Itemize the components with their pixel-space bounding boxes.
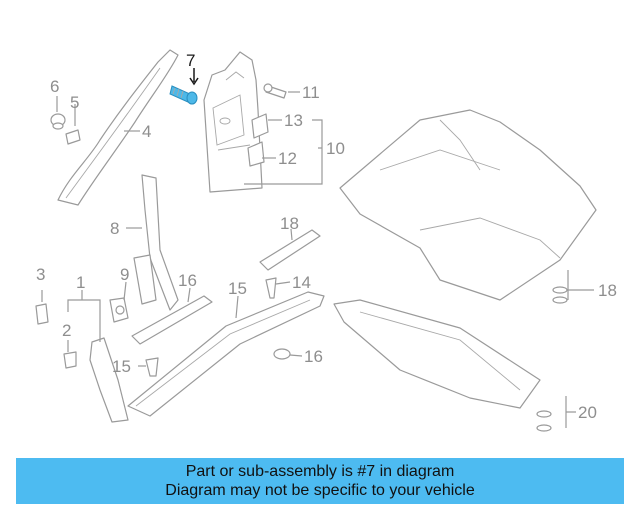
b-pillar-trim xyxy=(203,51,263,193)
fastener-6 xyxy=(50,113,66,130)
floor-carpet-19 xyxy=(339,109,597,301)
callout-16: 16 xyxy=(304,347,323,366)
callout-15-lower: 15 xyxy=(112,357,131,376)
callout-5: 5 xyxy=(70,93,79,112)
banner-line-2: Diagram may not be specific to your vehi… xyxy=(165,482,475,499)
callout-14: 15 xyxy=(228,279,247,298)
callout-4: 4 xyxy=(142,122,151,141)
callout-19: 18 xyxy=(598,281,617,300)
clip-16 xyxy=(273,348,291,360)
clip-3 xyxy=(35,303,49,325)
clip-9 xyxy=(109,297,129,323)
callout-6: 6 xyxy=(50,77,59,96)
banner-line-1: Part or sub-assembly is #7 in diagram xyxy=(185,463,455,480)
callout-15-upper: 14 xyxy=(292,273,311,292)
callout-2: 2 xyxy=(62,321,71,340)
callout-3: 3 xyxy=(36,265,45,284)
bolt-7-highlighted xyxy=(169,85,198,105)
leader-lines xyxy=(41,68,594,428)
fastener-5 xyxy=(65,129,81,145)
callout-18: 18 xyxy=(280,214,299,233)
callout-1: 1 xyxy=(76,273,85,292)
screw-11 xyxy=(263,83,287,99)
kick-panel-1 xyxy=(89,337,129,423)
sill-plate-18 xyxy=(259,229,321,271)
callout-9: 9 xyxy=(120,265,129,284)
callout-11: 11 xyxy=(302,83,320,102)
clip-15-lower xyxy=(145,357,159,377)
callout-20: 20 xyxy=(578,403,597,422)
callout-17: 16 xyxy=(178,271,197,290)
callout-labels: 7 4 6 5 11 13 12 10 8 18 9 16 14 15 3 1 … xyxy=(36,51,617,422)
sill-plate-17 xyxy=(131,295,213,345)
callout-13: 13 xyxy=(284,111,303,130)
callout-7: 7 xyxy=(186,51,195,70)
info-banner: Part or sub-assembly is #7 in diagram Di… xyxy=(16,458,624,504)
scuff-plate-14 xyxy=(127,291,325,417)
callout-10: 10 xyxy=(326,139,345,158)
clip-2 xyxy=(63,351,77,369)
washer-19 xyxy=(552,286,568,304)
callout-12: 12 xyxy=(278,149,297,168)
a-pillar-trim xyxy=(57,49,179,206)
clip-13 xyxy=(251,113,269,139)
clip-12 xyxy=(247,141,265,167)
callout-8: 8 xyxy=(110,219,119,238)
washer-20 xyxy=(536,410,552,432)
pillar-lower-8 xyxy=(133,174,179,311)
clip-15-upper xyxy=(265,277,277,299)
floor-mat-20 xyxy=(333,299,541,409)
